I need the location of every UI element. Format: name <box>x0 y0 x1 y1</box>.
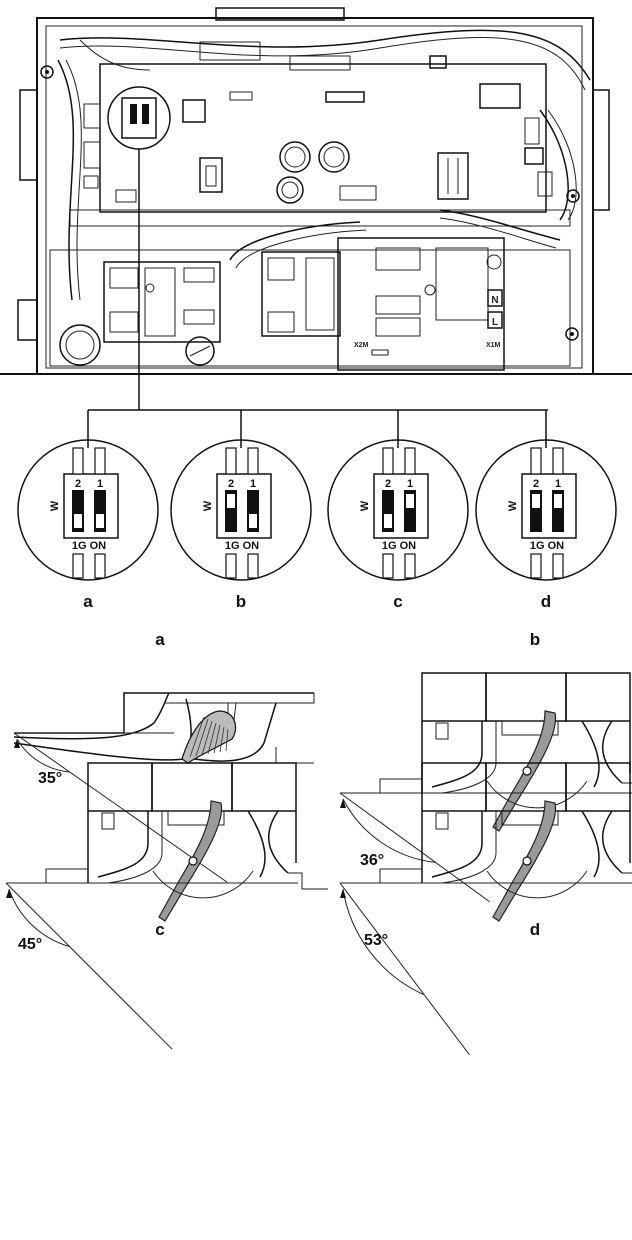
flap-option-label: b <box>530 630 540 649</box>
switch-side-label: W <box>49 500 61 511</box>
magnifier-circle <box>170 439 312 581</box>
dip-option-label: d <box>541 592 551 611</box>
flap-option-label: c <box>155 920 164 939</box>
dip-switch-2[interactable] <box>382 490 394 532</box>
switch-number-1: 1 <box>555 478 561 490</box>
switch-bottom-label: 1G ON <box>530 540 564 552</box>
dip-switch-2[interactable] <box>530 490 542 532</box>
switch-number-1: 1 <box>250 478 256 490</box>
switch-bottom-label: 1G ON <box>382 540 416 552</box>
switch-bottom-label: 1G ON <box>225 540 259 552</box>
dip-switch-2[interactable] <box>72 490 84 532</box>
dip-switch-1[interactable] <box>94 490 106 532</box>
angle-label: 45° <box>18 936 42 953</box>
magnifier-circle <box>327 439 469 581</box>
control-box-drawing: N L X2M X1M <box>0 7 632 411</box>
switch-number-2: 2 <box>228 478 234 490</box>
terminal-label-l: L <box>492 317 498 328</box>
angle-arc <box>342 888 425 996</box>
angle-label: 36° <box>360 852 384 869</box>
angle-arm <box>339 792 490 903</box>
switch-number-1: 1 <box>97 478 103 490</box>
switch-bottom-label: 1G ON <box>72 540 106 552</box>
pivot <box>188 856 198 866</box>
dip-option-label: a <box>83 592 93 611</box>
dip-option-c: 2 1 1G ON Wc <box>327 410 469 611</box>
block-label-x1m: X1M <box>486 342 501 349</box>
dip-switch-1[interactable] <box>404 490 416 532</box>
angle-arm <box>5 882 173 1050</box>
switch-number-1: 1 <box>407 478 413 490</box>
angle-arc <box>16 738 70 773</box>
dip-option-b: 2 1 1G ON Wb <box>170 410 312 611</box>
terminal-label-n: N <box>491 295 498 306</box>
flap-option-label: d <box>530 920 540 939</box>
switch-side-label: W <box>507 500 519 511</box>
switch-side-label: W <box>202 500 214 511</box>
dip-switch-options: 2 1 1G ON Wa 2 1 1G ON Wb 2 1 1G ON Wc 2 1 1G ON Wd <box>17 410 617 611</box>
block-label-x2m: X2M <box>354 342 369 349</box>
switch-number-2: 2 <box>75 478 81 490</box>
flap-angle-options: a 35° b 36° c 45° d 53° <box>5 630 632 1056</box>
flap-option-label: a <box>155 630 165 649</box>
dip-option-d: 2 1 1G ON Wd <box>475 410 617 611</box>
pivot <box>522 856 532 866</box>
dip-switch-1[interactable] <box>552 490 564 532</box>
angle-label: 53° <box>364 932 388 949</box>
angle-arm <box>339 882 470 1056</box>
dip-switch-2[interactable] <box>225 490 237 532</box>
angle-arc <box>8 888 70 948</box>
switch-side-label: W <box>359 500 371 511</box>
magnifier-circle <box>475 439 617 581</box>
angle-label: 35° <box>38 770 62 787</box>
dip-option-a: 2 1 1G ON Wa <box>17 410 159 611</box>
switch-number-2: 2 <box>385 478 391 490</box>
dip-option-label: b <box>236 592 246 611</box>
switch-number-2: 2 <box>533 478 539 490</box>
dip-option-label: c <box>393 592 402 611</box>
louver-blade <box>181 710 237 764</box>
flap-option-d: d 53° <box>339 762 632 1056</box>
flap-option-c: c 45° <box>5 762 328 1050</box>
magnifier-circle <box>17 439 159 581</box>
pivot <box>522 766 532 776</box>
dip-switch-1[interactable] <box>247 490 259 532</box>
